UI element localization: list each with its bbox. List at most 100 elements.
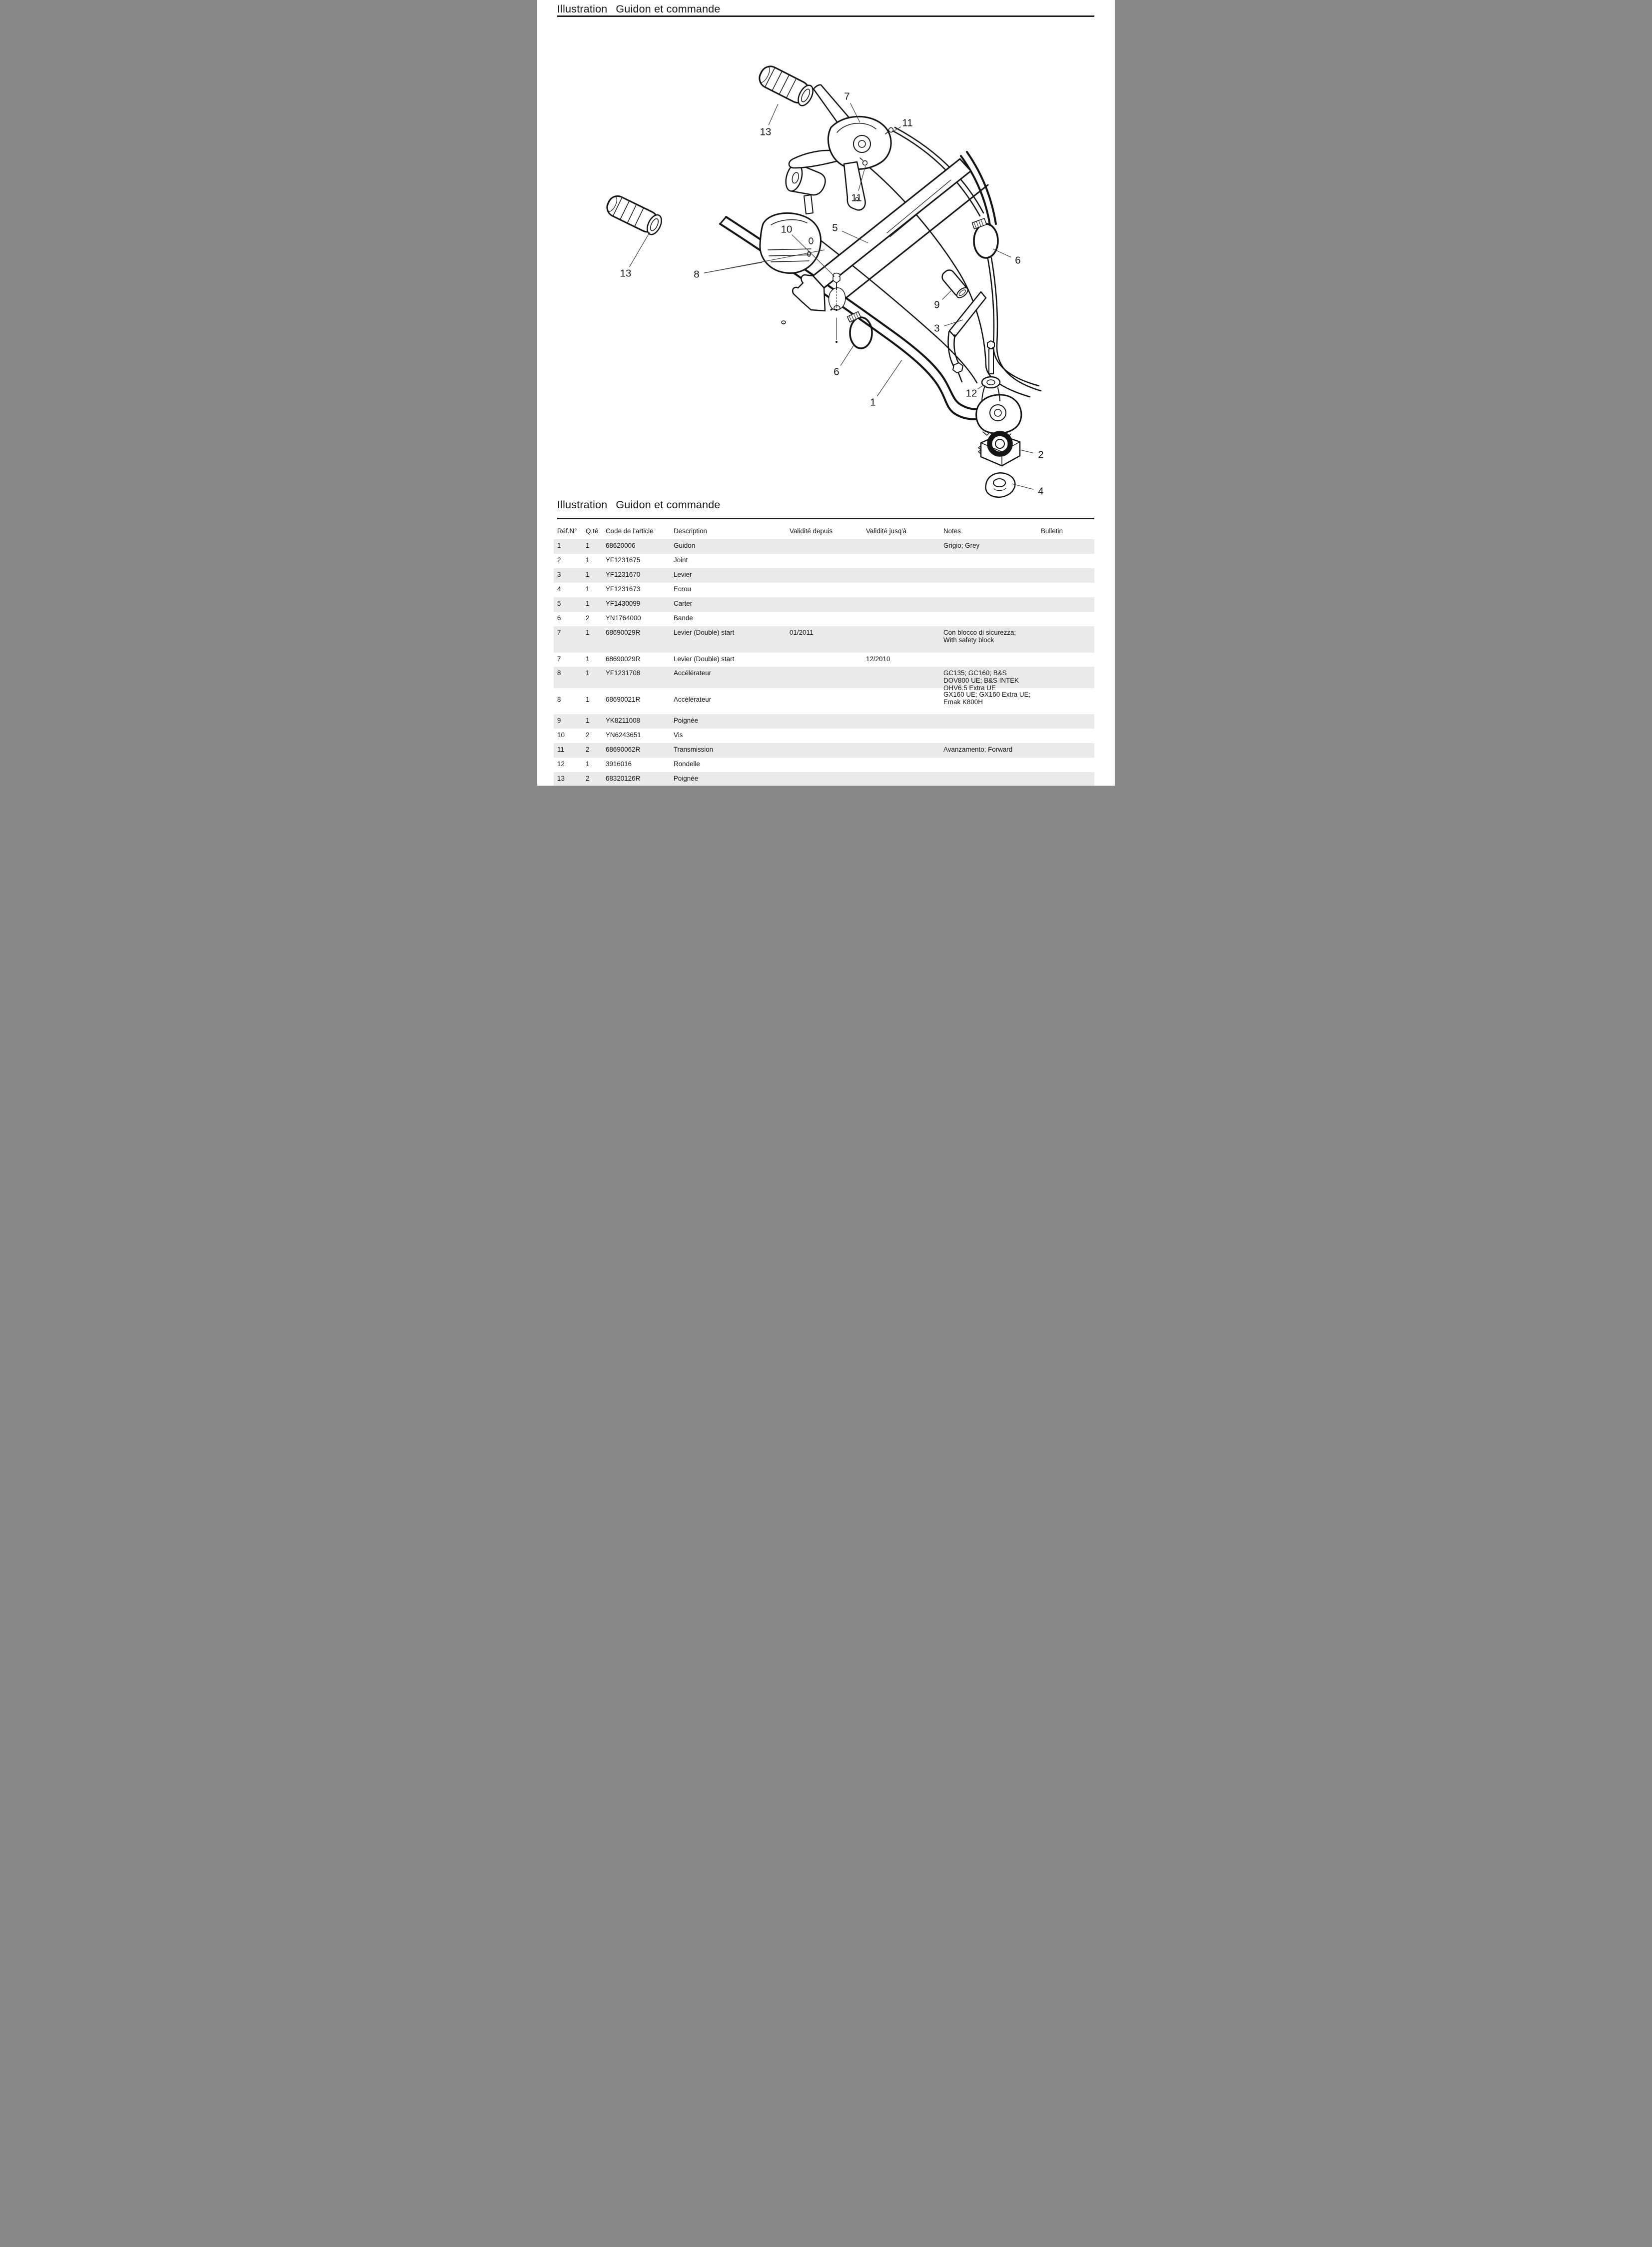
callout-label-13: 13 [760,126,772,138]
column-header: Validité jusq'à [866,527,907,535]
callout-label-10: 10 [781,224,793,235]
cell-qty: 1 [586,585,590,593]
cell-qty: 1 [586,717,590,724]
cell-code: 3916016 [606,760,632,768]
cell-notes-line: GX160 UE; GX160 Extra UE; [943,691,1031,698]
callout-label-9: 9 [934,299,939,311]
cell-qty: 2 [586,746,590,753]
callout-leader-line [768,103,779,125]
cell-qty: 1 [586,571,590,578]
callout-leader-line [942,290,951,300]
cell-description: Rondelle [674,760,700,768]
callout-leader-line [893,126,901,131]
callout-label-2: 2 [1038,449,1043,461]
cell-code: 68620006 [606,542,636,549]
column-header: Q.té [586,527,599,535]
section-title: Illustration Guidon et commande [557,499,721,511]
cell-code: YF1231670 [606,571,641,578]
callout-label-13: 13 [620,268,632,279]
cell-ref: 3 [557,571,561,578]
cell-description: Levier [674,571,692,578]
callout-label-8: 8 [694,269,699,280]
callout-leader-line [850,103,860,123]
cell-notes-line: Grigio; Grey [943,542,980,549]
cell-code: 68690062R [606,746,641,753]
cell-description: Poignée [674,717,699,724]
section-title-word: Illustration [557,499,608,511]
callout-label-5: 5 [832,222,837,234]
cell-description: Carter [674,600,693,607]
cell-ref: 9 [557,717,561,724]
cell-notes-line: DOV800 UE; B&S INTEK [943,677,1019,684]
cell-notes-line: OHV6.5 Extra UE [943,684,996,692]
callout-leader-line [977,384,984,390]
table-row: 5 1 YF1430099 Carter [554,597,1094,612]
title-rule [557,15,1094,17]
cell-code: YF1231673 [606,585,641,593]
cell-description: Levier (Double) start [674,655,735,663]
cell-code: YF1231675 [606,556,641,564]
cell-qty: 1 [586,760,590,768]
cell-ref: 8 [557,696,561,703]
table-row: 9 1 YK8211008 Poignée [554,714,1094,729]
section-title-section: Guidon et commande [616,499,721,511]
cell-code: 68690021R [606,696,641,703]
callout-leader-line [841,230,868,243]
cell-ref: 11 [557,746,564,753]
callout-label-7: 7 [844,91,849,102]
callout-label-12: 12 [966,388,977,399]
cell-qty: 1 [586,556,590,564]
cell-code: YK8211008 [606,717,640,724]
cell-ref: 5 [557,600,561,607]
cell-description: Ecrou [674,585,691,593]
callout-leader-line [840,344,854,366]
callout-label-1: 1 [870,397,875,408]
cell-notes-line: GC135; GC160; B&S [943,669,1007,677]
callout-label-4: 4 [1038,486,1043,497]
cell-qty: 1 [586,542,590,549]
cell-code: 68320126R [606,775,641,782]
table-row: 12 1 3916016 Rondelle [554,758,1094,772]
cell-description: Joint [674,556,688,564]
column-header: Bulletin [1041,527,1063,535]
table-row: 3 1 YF1231670 Levier [554,568,1094,583]
cell-description: Accélérateur [674,696,712,703]
cell-ref: 4 [557,585,561,593]
cell-notes-line: Avanzamento; Forward [943,746,1013,753]
cell-qty: 1 [586,655,590,663]
callout-leader-line [858,165,866,191]
cell-qty: 1 [586,629,590,636]
cell-description: Accélérateur [674,669,712,677]
cell-ref: 1 [557,542,561,549]
cell-code: YF1430099 [606,600,641,607]
table-row: 4 1 YF1231673 Ecrou [554,583,1094,597]
column-header: Réf.N° [557,527,577,535]
column-header: Code de l'article [606,527,654,535]
cell-qty: 2 [586,731,590,739]
cell-qty: 1 [586,600,590,607]
section-rule [557,518,1094,519]
callout-leader-line [876,359,902,396]
column-header: Notes [943,527,961,535]
callout-leader-line [629,232,650,267]
column-header: Validité depuis [790,527,833,535]
cell-ref: 12 [557,760,565,768]
callout-leader-line [704,249,825,273]
callout-label-11: 11 [902,117,912,129]
cell-ref: 10 [557,731,565,739]
cell-ref: 7 [557,629,561,636]
cell-code: YN6243651 [606,731,641,739]
